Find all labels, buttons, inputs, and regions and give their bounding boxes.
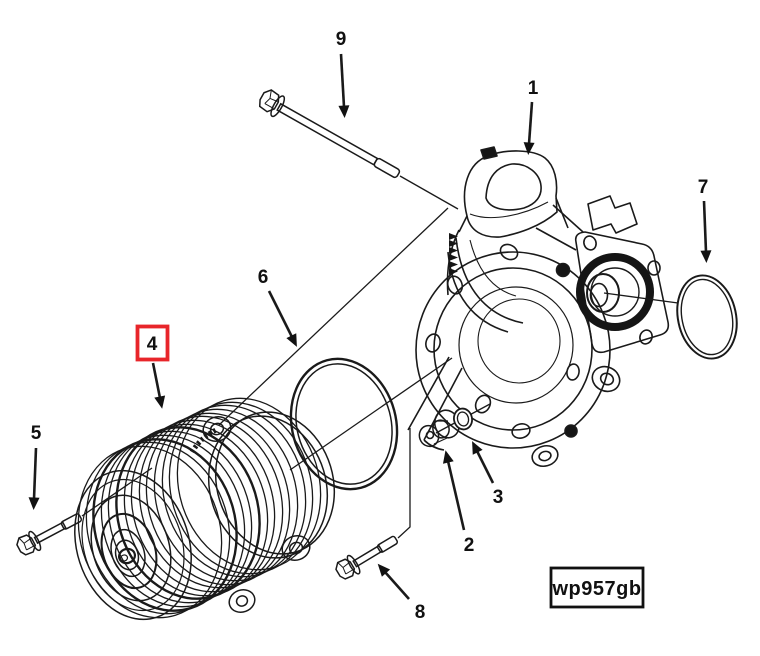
callout-8-label: 8 bbox=[415, 602, 426, 623]
housing-plug-dark bbox=[555, 262, 571, 278]
hex-head bbox=[258, 89, 280, 113]
callout-5: 5 bbox=[28, 423, 42, 510]
callout-7: 7 bbox=[698, 177, 712, 263]
callout-7-label: 7 bbox=[698, 177, 709, 198]
port-seal-ring bbox=[576, 253, 654, 331]
bolt-5-drawing bbox=[16, 513, 83, 556]
plug-2-drawing bbox=[418, 419, 450, 448]
o-ring-6-drawing bbox=[289, 357, 399, 491]
hex-head bbox=[16, 534, 37, 556]
housing-bolt-dark bbox=[564, 424, 578, 438]
bolt8-leader-line bbox=[397, 428, 411, 539]
housing-ear-right bbox=[591, 365, 621, 393]
water-pump-housing-drawing bbox=[407, 146, 670, 468]
callout-6-arrow bbox=[267, 290, 297, 347]
callout-8-arrow bbox=[377, 563, 410, 600]
callout-1: 1 bbox=[523, 78, 539, 155]
housing-horn-arc3 bbox=[469, 239, 517, 297]
stamp-box bbox=[549, 566, 645, 609]
housing-port-flange bbox=[574, 231, 670, 354]
pulley-assembly-drawing bbox=[74, 397, 336, 621]
highlight-box bbox=[135, 324, 170, 362]
housing-volute-ring bbox=[458, 286, 574, 404]
o-ring-3-drawing bbox=[453, 407, 473, 431]
callout-5-label: 5 bbox=[31, 423, 42, 444]
o-ring-7-leader-line bbox=[603, 292, 679, 304]
callout-2: 2 bbox=[442, 450, 475, 556]
pulley-back-plate bbox=[207, 415, 329, 559]
callout-1-arrow bbox=[523, 101, 535, 155]
housing-bracket bbox=[587, 195, 638, 234]
bolt-8-drawing bbox=[335, 535, 398, 580]
callout-5-arrow bbox=[28, 447, 40, 510]
housing-strip-edge bbox=[407, 356, 450, 431]
callout-8: 8 bbox=[377, 563, 426, 623]
housing-ear-bottom bbox=[531, 444, 559, 468]
callout-7-arrow bbox=[700, 200, 712, 263]
pulley-front-face bbox=[74, 469, 192, 621]
port-hub bbox=[586, 273, 620, 313]
hex-head bbox=[335, 558, 356, 580]
housing-top-cap bbox=[463, 150, 558, 238]
spline-serrations bbox=[189, 427, 218, 454]
housing-cap-window bbox=[485, 163, 542, 211]
callout-3-label: 3 bbox=[493, 487, 504, 508]
callout-9: 9 bbox=[336, 29, 350, 118]
pulley-shaft-end bbox=[117, 547, 137, 565]
callout-2-label: 2 bbox=[464, 535, 475, 556]
callout-6: 6 bbox=[258, 267, 297, 347]
callout-6-label: 6 bbox=[258, 267, 269, 288]
housing-flange-inner bbox=[433, 267, 593, 431]
housing-impeller-bore bbox=[477, 298, 561, 384]
callout-9-arrow bbox=[338, 53, 350, 118]
axis-line-upper bbox=[218, 207, 449, 426]
o-ring-7-drawing bbox=[603, 274, 738, 360]
callout-4-highlighted: 4 bbox=[135, 324, 170, 409]
callout-3-arrow bbox=[472, 441, 495, 484]
cap-bolt bbox=[480, 146, 498, 160]
bolt-9-drawing bbox=[258, 89, 401, 179]
figure-stamp: wp957gb bbox=[549, 566, 645, 609]
stamp-label: wp957gb bbox=[551, 578, 641, 600]
housing-strip-edge2 bbox=[423, 367, 463, 441]
callout-4-label: 4 bbox=[147, 334, 158, 355]
callout-1-label: 1 bbox=[528, 78, 539, 99]
spring-hatch bbox=[449, 233, 458, 275]
callout-4-arrow bbox=[151, 362, 166, 409]
pulley-ear-bottom bbox=[228, 588, 256, 614]
callout-3: 3 bbox=[472, 441, 504, 508]
pulley-lug-upper bbox=[202, 415, 232, 443]
callout-9-label: 9 bbox=[336, 29, 347, 50]
housing-horn-arc bbox=[455, 237, 524, 324]
bolt9-leader-line bbox=[399, 175, 459, 210]
callout-2-arrow bbox=[442, 450, 466, 531]
callouts: 9 1 7 6 4 5 2 3 bbox=[28, 29, 712, 623]
axis-line-lower bbox=[289, 357, 453, 471]
